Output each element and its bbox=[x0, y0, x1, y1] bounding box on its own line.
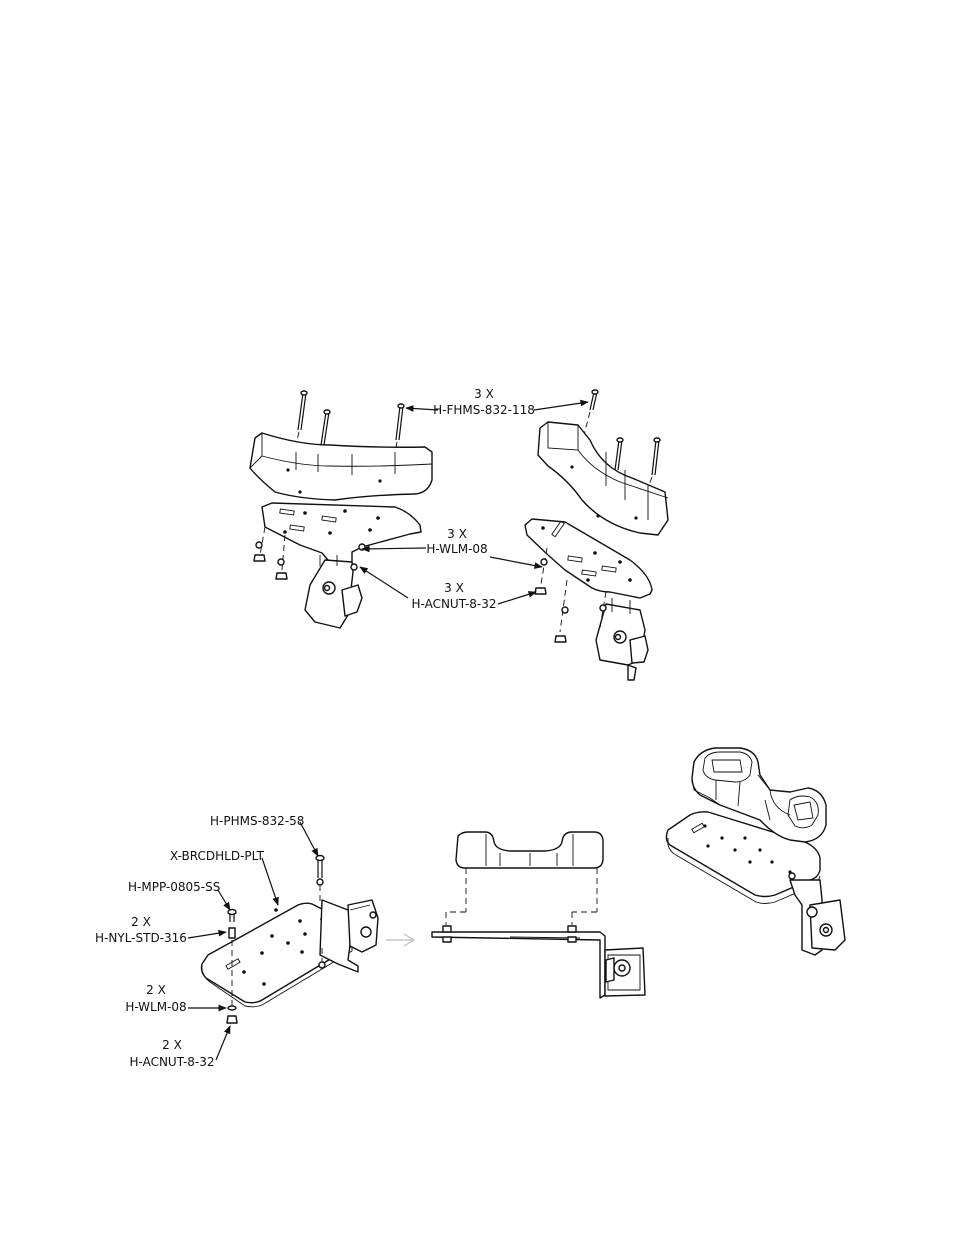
cushion-pad bbox=[538, 422, 668, 535]
step-arrow bbox=[386, 934, 414, 946]
bottom-left-assembly bbox=[202, 856, 379, 1024]
cushion-pad bbox=[456, 832, 603, 868]
side-view-assembly bbox=[432, 832, 645, 998]
isometric-assembly bbox=[666, 748, 845, 955]
wlm-top-label: H-WLM-08 bbox=[426, 542, 487, 556]
nyl-label: H-NYL-STD-316 bbox=[95, 931, 187, 945]
acnut-bot-qty-label: 2 X bbox=[162, 1038, 182, 1052]
screw-group bbox=[298, 391, 404, 445]
mpp-label: H-MPP-0805-SS bbox=[128, 880, 220, 894]
phms-label: H-PHMS-832-58 bbox=[210, 814, 304, 828]
nyl-qty-label: 2 X bbox=[131, 915, 151, 929]
top-right-assembly bbox=[525, 390, 668, 680]
plate-label: X-BRCDHLD-PLT bbox=[170, 849, 265, 863]
wlm-bot-label: H-WLM-08 bbox=[125, 1000, 186, 1014]
acnut-bot-label: H-ACNUT-8-32 bbox=[129, 1055, 214, 1069]
fhms-label: H-FHMS-832-118 bbox=[433, 403, 535, 417]
fhms-qty-label: 3 X bbox=[474, 387, 494, 401]
acnut-top-label: H-ACNUT-8-32 bbox=[411, 597, 496, 611]
top-left-assembly bbox=[250, 391, 432, 628]
acnut-top-qty-label: 3 X bbox=[444, 581, 464, 595]
wlm-bot-qty-label: 2 X bbox=[146, 983, 166, 997]
wlm-top-qty-label: 3 X bbox=[447, 527, 467, 541]
